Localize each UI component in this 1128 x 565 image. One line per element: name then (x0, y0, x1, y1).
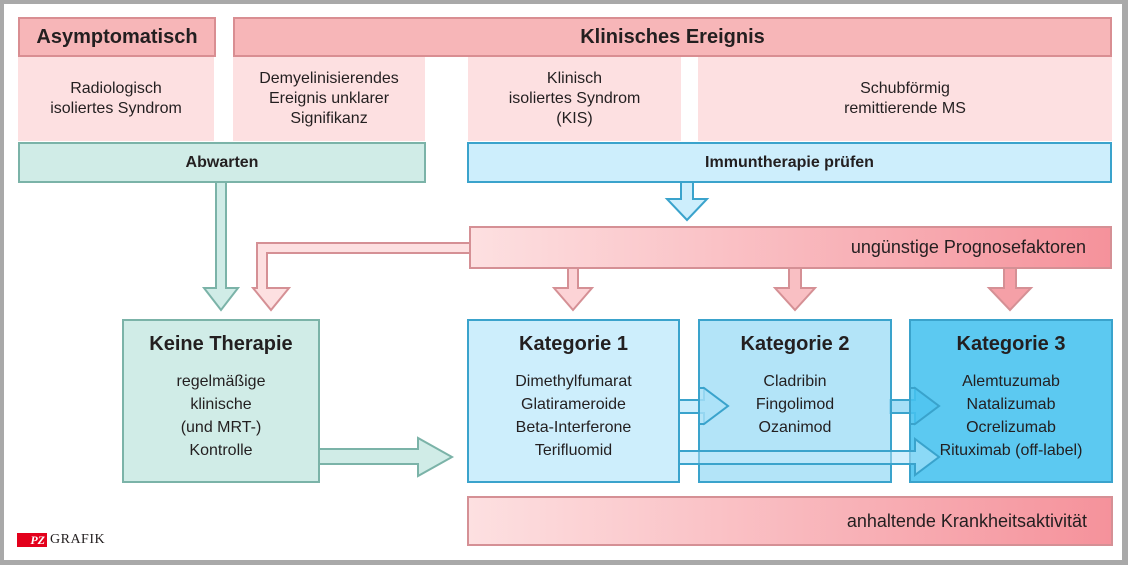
no-therapy-title: Keine Therapie (149, 333, 293, 355)
arrow-prognosis-to-cat2 (772, 266, 818, 312)
category-2-box: Kategorie 2 Cladribin Fingolimod Ozanimo… (698, 319, 892, 483)
category-1-title: Kategorie 1 (519, 333, 628, 355)
condition-rrms: Schubförmig remittierende MS (698, 57, 1112, 141)
header-clinical-event: Klinisches Ereignis (233, 17, 1112, 57)
arrow-prognosis-to-cat1 (551, 266, 595, 312)
action-wait: Abwarten (18, 142, 426, 183)
grafik-logo-text: GRAFIK (50, 532, 106, 547)
arrow-wait-to-no-therapy (201, 181, 241, 312)
header-asymptomatic: Asymptomatisch (18, 17, 216, 57)
arrow-prognosis-to-cat3 (986, 266, 1034, 312)
pz-grafik-logo: PZ GRAFIK (17, 532, 105, 548)
category-3-box: Kategorie 3 Alemtuzumab Natalizumab Ocre… (909, 319, 1113, 483)
category-2-title: Kategorie 2 (740, 333, 850, 355)
category-1-box: Kategorie 1 Dimethylfumarat Glatirameroi… (467, 319, 680, 483)
arrow-no-therapy-to-cat1 (317, 436, 455, 478)
disease-activity-bar: anhaltende Krankheitsaktivität (467, 496, 1113, 546)
category-3-drugs: Alemtuzumab Natalizumab Ocrelizumab Ritu… (939, 373, 1083, 459)
category-3-title: Kategorie 3 (956, 333, 1066, 355)
no-therapy-text: regelmäßige klinische (und MRT-) Kontrol… (176, 373, 266, 459)
category-2-drugs: Cladribin Fingolimod Ozanimod (755, 373, 835, 436)
condition-demyelinating-event: Demyelinisierendes Ereignis unklarer Sig… (233, 57, 425, 141)
arrow-prognosis-to-no-therapy (250, 242, 471, 312)
arrow-immuno-down (664, 181, 710, 222)
condition-ris: Radiologisch isoliertes Syndrom (18, 57, 214, 141)
condition-kis: Klinisch isoliertes Syndrom (KIS) (468, 57, 681, 141)
prognosis-factors-bar: ungünstige Prognosefaktoren (469, 226, 1112, 269)
no-therapy-box: Keine Therapie regelmäßige klinische (un… (122, 319, 320, 483)
category-1-drugs: Dimethylfumarat Glatirameroide Beta-Inte… (515, 373, 632, 459)
pz-logo-mark: PZ (17, 533, 47, 547)
action-check-immunotherapy: Immuntherapie prüfen (467, 142, 1112, 183)
